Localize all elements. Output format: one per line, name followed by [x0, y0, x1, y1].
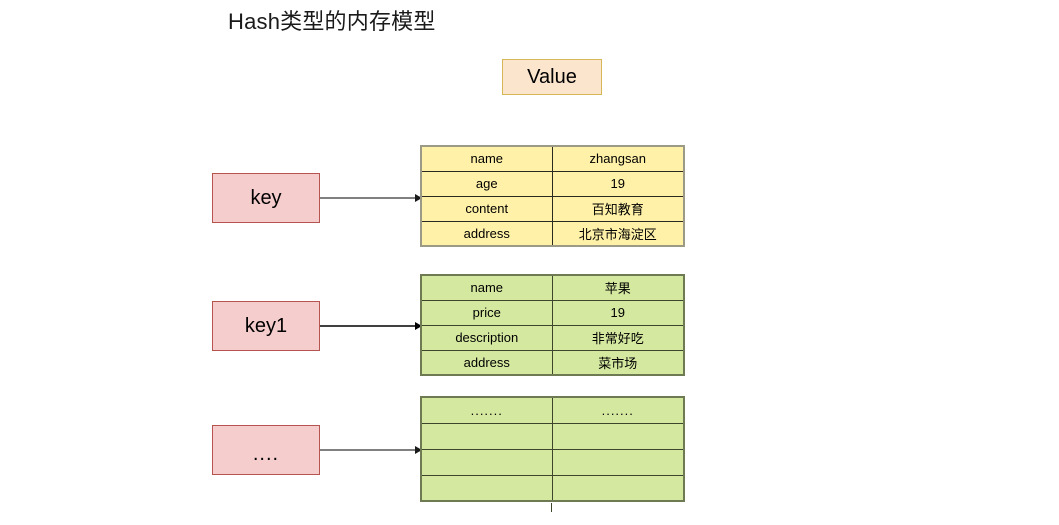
table-row: content 百知教育 [420, 195, 685, 222]
table-cell-field: content [420, 195, 553, 222]
table-row [420, 448, 685, 476]
arrow-key1-to-table [320, 322, 422, 330]
table-divider-tail [551, 503, 552, 512]
table-cell-value: 非常好吃 [551, 324, 685, 351]
table-row [420, 422, 685, 450]
table-cell-field: name [420, 145, 553, 172]
table-cell-value [551, 474, 685, 502]
arrow-key-to-table [320, 194, 422, 202]
table-row: name 苹果 [420, 274, 685, 301]
table-cell-value: 菜市场 [551, 349, 685, 376]
table-row: age 19 [420, 170, 685, 197]
hash-table-ellipsis: ....... ....... [420, 396, 685, 502]
key-box-ellipsis[interactable]: .... [212, 425, 320, 475]
table-cell-field: name [420, 274, 553, 301]
table-row: price 19 [420, 299, 685, 326]
table-cell-value [551, 422, 685, 450]
table-cell-field: description [420, 324, 553, 351]
table-cell-value: 19 [551, 299, 685, 326]
table-cell-field [420, 422, 553, 450]
key-box-key1[interactable]: key1 [212, 301, 320, 351]
value-legend-box: Value [502, 59, 602, 95]
table-row [420, 474, 685, 502]
table-cell-value: ....... [551, 396, 685, 424]
value-legend-label: Value [527, 65, 577, 88]
hash-table-key: name zhangsan age 19 content 百知教育 addres… [420, 145, 685, 247]
key-box-ellipsis-label: .... [252, 443, 280, 465]
table-cell-value: zhangsan [551, 145, 685, 172]
table-row: ....... ....... [420, 396, 685, 424]
table-cell-field [420, 448, 553, 476]
table-cell-value: 19 [551, 170, 685, 197]
table-row: name zhangsan [420, 145, 685, 172]
table-cell-field: address [420, 220, 553, 247]
table-cell-value: 北京市海淀区 [551, 220, 685, 247]
table-cell-value [551, 448, 685, 476]
table-row: address 菜市场 [420, 349, 685, 376]
table-cell-value: 苹果 [551, 274, 685, 301]
arrow-ellipsis-to-table [320, 446, 422, 454]
key-box-key1-label: key1 [244, 314, 288, 337]
table-cell-field [420, 474, 553, 502]
table-row: address 北京市海淀区 [420, 220, 685, 247]
table-cell-field: address [420, 349, 553, 376]
table-cell-value: 百知教育 [551, 195, 685, 222]
table-cell-field: price [420, 299, 553, 326]
key-box-key[interactable]: key [212, 173, 320, 223]
page-title: Hash类型的内存模型 [228, 9, 436, 34]
table-cell-field: age [420, 170, 553, 197]
key-box-key-label: key [250, 186, 282, 209]
table-row: description 非常好吃 [420, 324, 685, 351]
hash-table-key1: name 苹果 price 19 description 非常好吃 addres… [420, 274, 685, 376]
table-cell-field: ....... [420, 396, 553, 424]
